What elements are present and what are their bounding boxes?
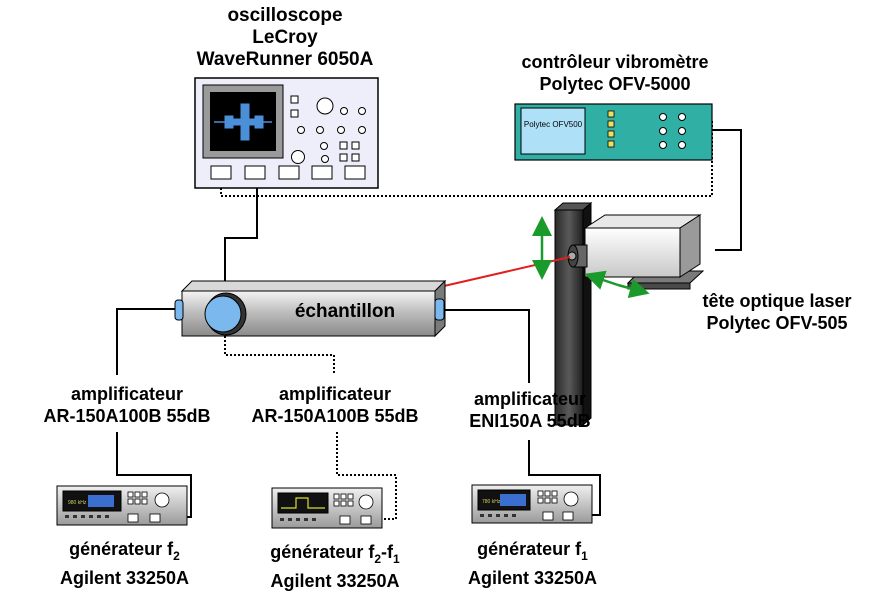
gen-left-screen-text: 980 kHz [68,500,87,506]
cable-controller-to-head [712,129,742,251]
left-transducer [174,299,184,321]
right-transducer [434,298,445,321]
amplifier-left-label: amplificateur AR-150A100B 55dB [32,383,222,427]
oscilloscope-line1: oscilloscope [227,5,343,26]
amplifier-middle-label: amplificateur AR-150A100B 55dB [240,383,430,427]
oscilloscope-line2: LeCroy [252,27,318,48]
scope-waveform [214,103,272,141]
sample-label: échantillon [275,301,415,323]
front-transducer [204,295,242,333]
gen-mid-line1: générateur f2-f1 [270,542,400,566]
controller-line1: contrôleur vibromètre [521,52,709,72]
cable-left-amp [116,308,182,375]
vibrometer-controller: Polytec OFV500 [514,103,713,161]
sample-label-text: échantillon [294,301,396,322]
optical-head [553,201,705,427]
optical-head-line2: Polytec OFV-505 [706,313,848,333]
sample [174,279,447,338]
gen-mid-line2: Agilent 33250A [270,571,400,591]
optical-head-line1: tête optique laser [702,291,852,311]
controller-line2: Polytec OFV-5000 [539,74,691,94]
gen-right-line1: générateur f1 [477,539,588,563]
optical-head-label: tête optique laser Polytec OFV-505 [670,290,884,334]
laser-beam [443,256,571,287]
amp-mid-line1: amplificateur [278,384,392,404]
amp-left-line1: amplificateur [70,384,184,404]
cable-mid-amp [224,336,335,375]
amp-right-line2: ENI150A 55dB [469,411,591,431]
gen-left-line1: générateur f2 [69,539,180,563]
oscilloscope [194,77,379,189]
generator-middle [271,487,383,529]
generator-middle-label: générateur f2-f1 Agilent 33250A [235,541,435,592]
cable-mid-gen [336,432,397,520]
generator-left-label: générateur f2 Agilent 33250A [32,538,217,589]
amplifier-right-label: amplificateur ENI150A 55dB [450,388,610,432]
cable-right-amp [443,309,530,383]
amp-left-line2: AR-150A100B 55dB [43,406,211,426]
gen-left-line2: Agilent 33250A [59,568,190,588]
generator-right-label: générateur f1 Agilent 33250A [440,538,625,589]
controller-label: contrôleur vibromètre Polytec OFV-5000 [495,51,735,95]
amp-right-line1: amplificateur [473,389,587,409]
oscilloscope-line3: WaveRunner 6050A [196,49,374,70]
generator-left: 980 kHz [56,485,188,526]
gen-right-screen-text: 780 kHz [482,499,501,505]
controller-screen-text: Polytec OFV500 [524,120,583,129]
motion-arrows [532,216,650,299]
generator-right: 780 kHz [471,484,593,524]
gen-right-line2: Agilent 33250A [467,568,598,588]
oscilloscope-label: oscilloscope LeCroy WaveRunner 6050A [175,5,395,71]
amp-mid-line2: AR-150A100B 55dB [251,406,419,426]
scope-knobs [290,95,366,164]
scope-inputs [210,165,366,180]
cable-scope-to-sample [224,180,258,300]
